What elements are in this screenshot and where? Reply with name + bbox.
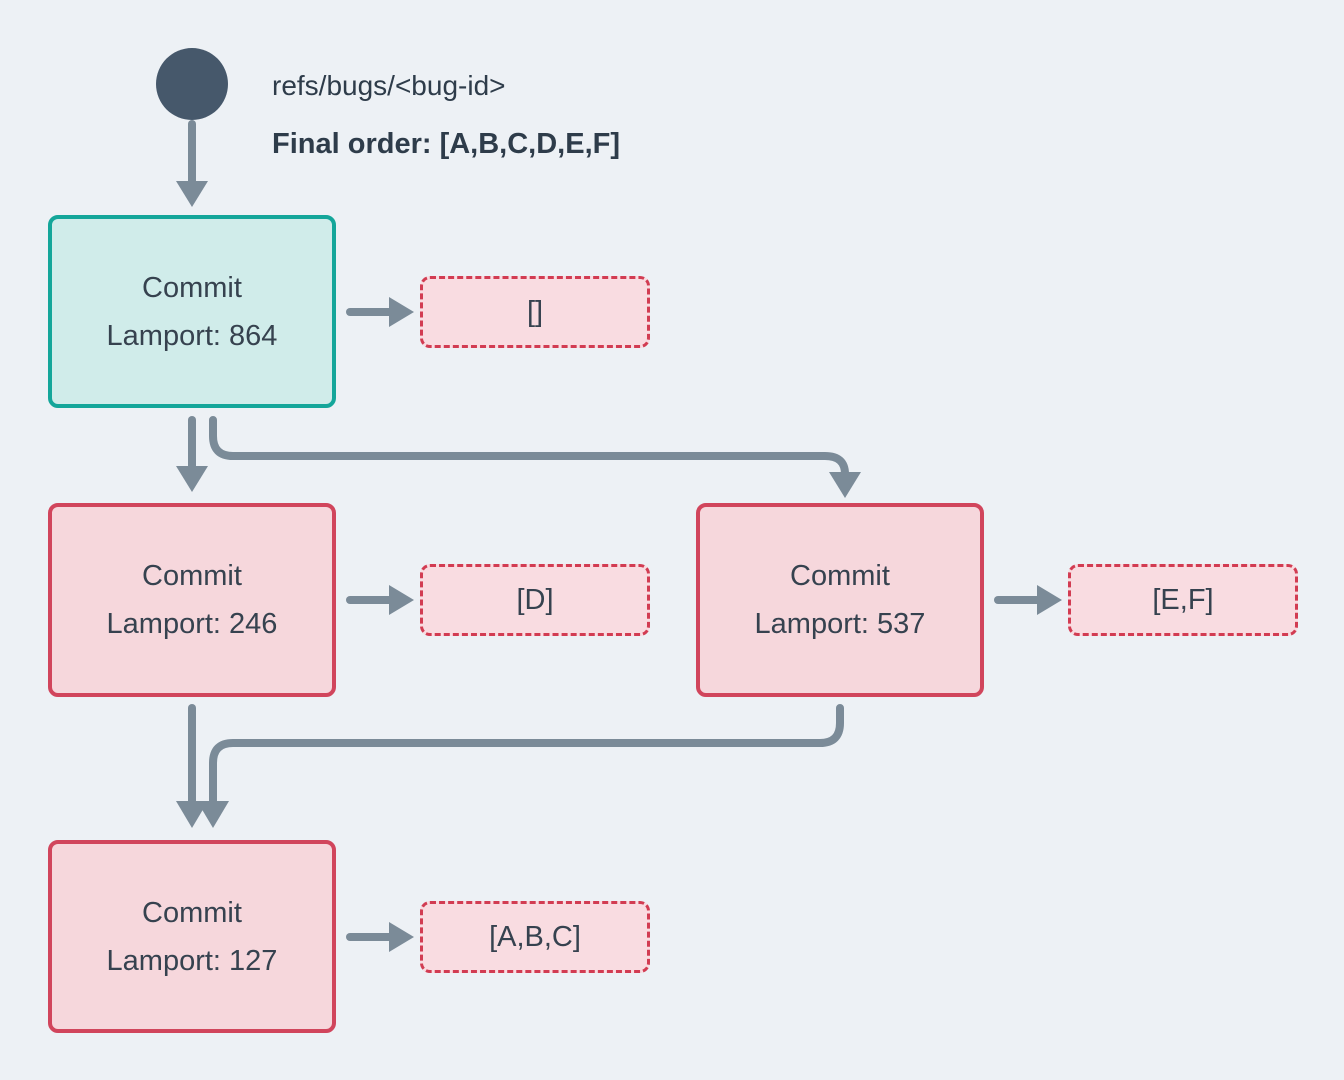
sorted-list-246: [D] (420, 564, 650, 636)
edge-246-to-list (346, 585, 414, 615)
commit-title: Commit (790, 560, 890, 592)
commit-lamport: Lamport: 537 (754, 608, 926, 640)
edge-537-to-127 (197, 704, 844, 828)
ref-name-label: refs/bugs/<bug-id> (272, 70, 506, 101)
sorted-list-537: [E,F] (1068, 564, 1298, 636)
sorted-list-label: [A,B,C] (489, 920, 581, 953)
ref-head-circle (156, 48, 228, 120)
commit-node-864: Commit Lamport: 864 (48, 215, 336, 408)
commit-title: Commit (142, 896, 242, 929)
commit-title: Commit (142, 560, 242, 592)
edge-864-to-246 (176, 416, 208, 492)
edge-864-to-537 (209, 416, 861, 498)
sorted-list-864: [] (420, 276, 650, 348)
commit-lamport: Lamport: 127 (106, 944, 278, 977)
edge-ref-to-864 (176, 120, 208, 207)
commit-title: Commit (142, 271, 242, 304)
sorted-list-127: [A,B,C] (420, 901, 650, 973)
edge-246-to-127 (176, 704, 208, 828)
commit-node-537: Commit Lamport: 537 (696, 503, 984, 697)
edge-864-to-list (346, 297, 414, 327)
edge-127-to-list (346, 922, 414, 952)
sorted-list-label: [] (526, 295, 544, 328)
edge-537-to-list (994, 585, 1062, 615)
commit-lamport: Lamport: 246 (106, 608, 278, 640)
commit-node-246: Commit Lamport: 246 (48, 503, 336, 697)
sorted-list-label: [E,F] (1152, 583, 1214, 616)
sorted-list-label: [D] (516, 583, 554, 616)
final-order-label: Final order: [A,B,C,D,E,F] (272, 128, 620, 160)
commit-node-127: Commit Lamport: 127 (48, 840, 336, 1033)
commit-lamport: Lamport: 864 (106, 319, 278, 352)
